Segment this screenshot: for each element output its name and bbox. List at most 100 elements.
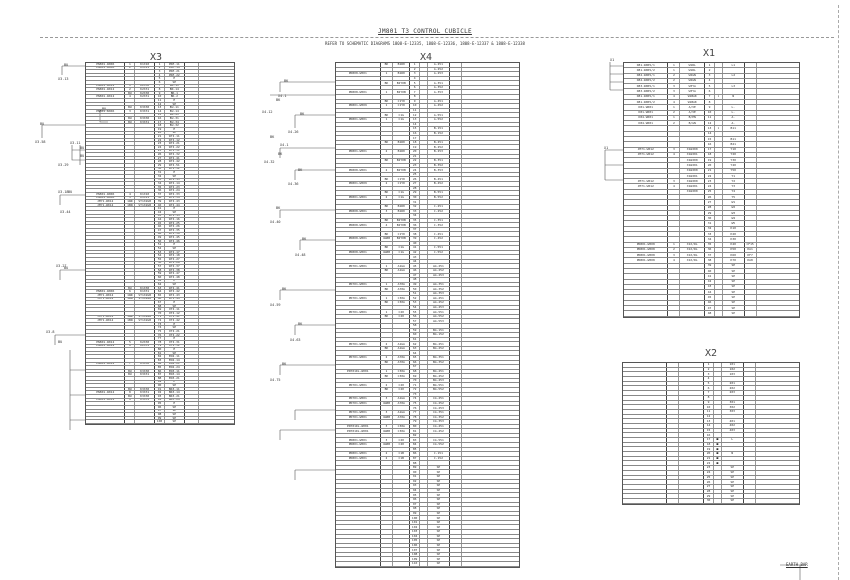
wire-cell bbox=[393, 433, 411, 438]
wire-cell bbox=[393, 420, 411, 424]
cable-cell bbox=[623, 475, 668, 480]
marker-cell bbox=[714, 470, 722, 475]
note-cell bbox=[450, 475, 462, 479]
note-cell bbox=[185, 81, 200, 84]
core-cell bbox=[668, 173, 681, 179]
marker-cell bbox=[420, 438, 428, 442]
terminal-cell: 18 bbox=[410, 140, 421, 145]
note-cell bbox=[744, 372, 756, 377]
destination-cell: C-552 bbox=[428, 250, 450, 255]
destination-cell: BR-2 bbox=[165, 95, 185, 99]
core-cell bbox=[381, 241, 394, 246]
note-cell bbox=[185, 413, 200, 416]
terminal-cell: 48 bbox=[410, 278, 421, 282]
destination-cell: Cm-451 bbox=[428, 424, 450, 429]
cable-cell: PN701-W001 bbox=[336, 401, 381, 406]
note-cell bbox=[185, 153, 200, 156]
terminal-cell: 68 bbox=[410, 369, 421, 374]
core-cell bbox=[125, 77, 136, 81]
core-cell: 7 bbox=[125, 362, 136, 366]
spare-cell bbox=[462, 338, 519, 342]
core-cell: 3 bbox=[381, 397, 394, 401]
destination-cell: Am-251 bbox=[428, 264, 450, 269]
spare-cell bbox=[462, 351, 519, 355]
wire-cell bbox=[393, 131, 411, 136]
note-cell bbox=[450, 163, 462, 168]
cable-cell: D82-W005/1 bbox=[624, 73, 669, 78]
cable-cell: D81-W005/1 bbox=[624, 94, 669, 99]
core-cell bbox=[125, 214, 136, 218]
note-cell bbox=[745, 268, 757, 274]
core-cell bbox=[381, 127, 394, 131]
spare-cell bbox=[199, 229, 234, 232]
wire-cell bbox=[393, 200, 411, 204]
spare-cell bbox=[757, 200, 800, 204]
core-cell: 2 bbox=[668, 78, 681, 84]
cable-cell bbox=[336, 333, 381, 337]
spare-cell bbox=[462, 438, 519, 442]
destination-cell: SP bbox=[428, 465, 450, 470]
destination-cell: SP bbox=[722, 484, 744, 489]
core-cell bbox=[125, 210, 136, 214]
core-cell bbox=[667, 367, 680, 372]
spare-cell bbox=[199, 373, 234, 376]
cable-cell bbox=[336, 200, 381, 204]
core-cell bbox=[125, 247, 136, 250]
wire-cell: ST1X2GB bbox=[135, 294, 156, 297]
destination-cell: PRE-21 bbox=[165, 70, 185, 73]
marker-cell bbox=[715, 142, 723, 147]
core-cell: BK bbox=[381, 204, 394, 209]
spare-cell bbox=[757, 137, 800, 141]
core-cell bbox=[668, 226, 681, 231]
wire-cell: W1RL bbox=[680, 68, 706, 73]
note-cell bbox=[450, 378, 462, 383]
core-cell bbox=[668, 163, 681, 168]
destination-cell: WTI-14 bbox=[165, 182, 185, 185]
note-cell bbox=[185, 398, 200, 402]
wire-cell bbox=[135, 326, 156, 330]
note-cell bbox=[744, 466, 756, 470]
core-cell: 3 bbox=[125, 109, 136, 113]
terminal-cell: 15 bbox=[705, 136, 715, 142]
spare-cell bbox=[462, 420, 519, 424]
marker-cell bbox=[714, 395, 722, 400]
terminal-cell: 103 bbox=[410, 529, 421, 534]
wire-cell bbox=[679, 409, 705, 414]
terminal-cell: 51 bbox=[155, 243, 165, 247]
destination-cell: BR3-24 bbox=[165, 398, 185, 402]
marker-cell bbox=[715, 237, 723, 242]
spare-cell bbox=[757, 142, 800, 146]
destination-cell: SP bbox=[165, 210, 185, 214]
cable-cell bbox=[86, 214, 126, 218]
wire-cell: ST1X2GB bbox=[135, 203, 156, 207]
spare-cell bbox=[199, 366, 234, 369]
spare-cell bbox=[199, 150, 234, 153]
core-cell: 4 bbox=[125, 95, 136, 99]
core-cell bbox=[381, 516, 394, 520]
terminal-cell: 34 bbox=[410, 214, 421, 218]
wire-cell: C1Y0 bbox=[393, 232, 411, 236]
destination-cell: C-351 bbox=[428, 218, 450, 223]
note-cell bbox=[185, 229, 200, 232]
cable-cell bbox=[86, 250, 126, 254]
wire-annotation: BU bbox=[58, 340, 63, 344]
spare-cell bbox=[462, 210, 519, 214]
wire-cell bbox=[680, 126, 706, 131]
spare-cell bbox=[757, 116, 800, 120]
core-cell bbox=[668, 195, 681, 200]
